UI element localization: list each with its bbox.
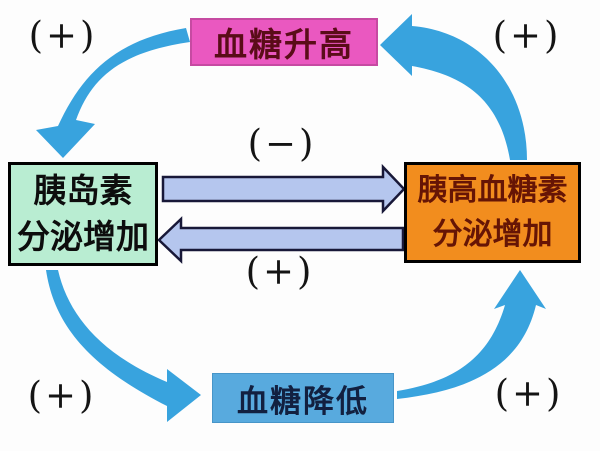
node-insulin-line2: 分泌增加 xyxy=(17,217,149,256)
sign-middle-negative: (−) xyxy=(247,122,317,165)
node-insulin-secretion: 胰岛素 分泌增加 xyxy=(8,162,158,266)
straight-arrow-glucagon-to-insulin xyxy=(157,216,405,264)
node-glucose-fall: 血糖降低 xyxy=(212,373,394,423)
node-insulin-line1: 胰岛素 xyxy=(33,171,133,210)
node-glucagon-line1: 胰高血糖素 xyxy=(417,172,568,208)
curved-arrow-glucagon-to-rise xyxy=(380,14,527,160)
node-glucose-rise: 血糖升高 xyxy=(190,18,378,66)
sign-top-left: (+) xyxy=(28,14,98,57)
sign-bottom-left: (+) xyxy=(27,374,97,417)
sign-bottom-right: (+) xyxy=(494,372,564,415)
sign-top-right: (+) xyxy=(492,14,562,57)
node-glucose-rise-label: 血糖升高 xyxy=(214,25,354,64)
node-glucagon-secretion: 胰高血糖素 分泌增加 xyxy=(404,162,581,263)
curved-arrow-rise-to-insulin xyxy=(36,28,190,158)
node-glucagon-line2: 分泌增加 xyxy=(432,216,553,252)
node-glucose-fall-label: 血糖降低 xyxy=(237,383,369,420)
straight-arrow-insulin-to-glucagon xyxy=(161,163,406,215)
curved-arrow-fall-to-glucagon xyxy=(397,270,546,399)
sign-middle-positive: (+) xyxy=(245,250,315,293)
curved-arrow-insulin-to-fall xyxy=(46,270,201,422)
